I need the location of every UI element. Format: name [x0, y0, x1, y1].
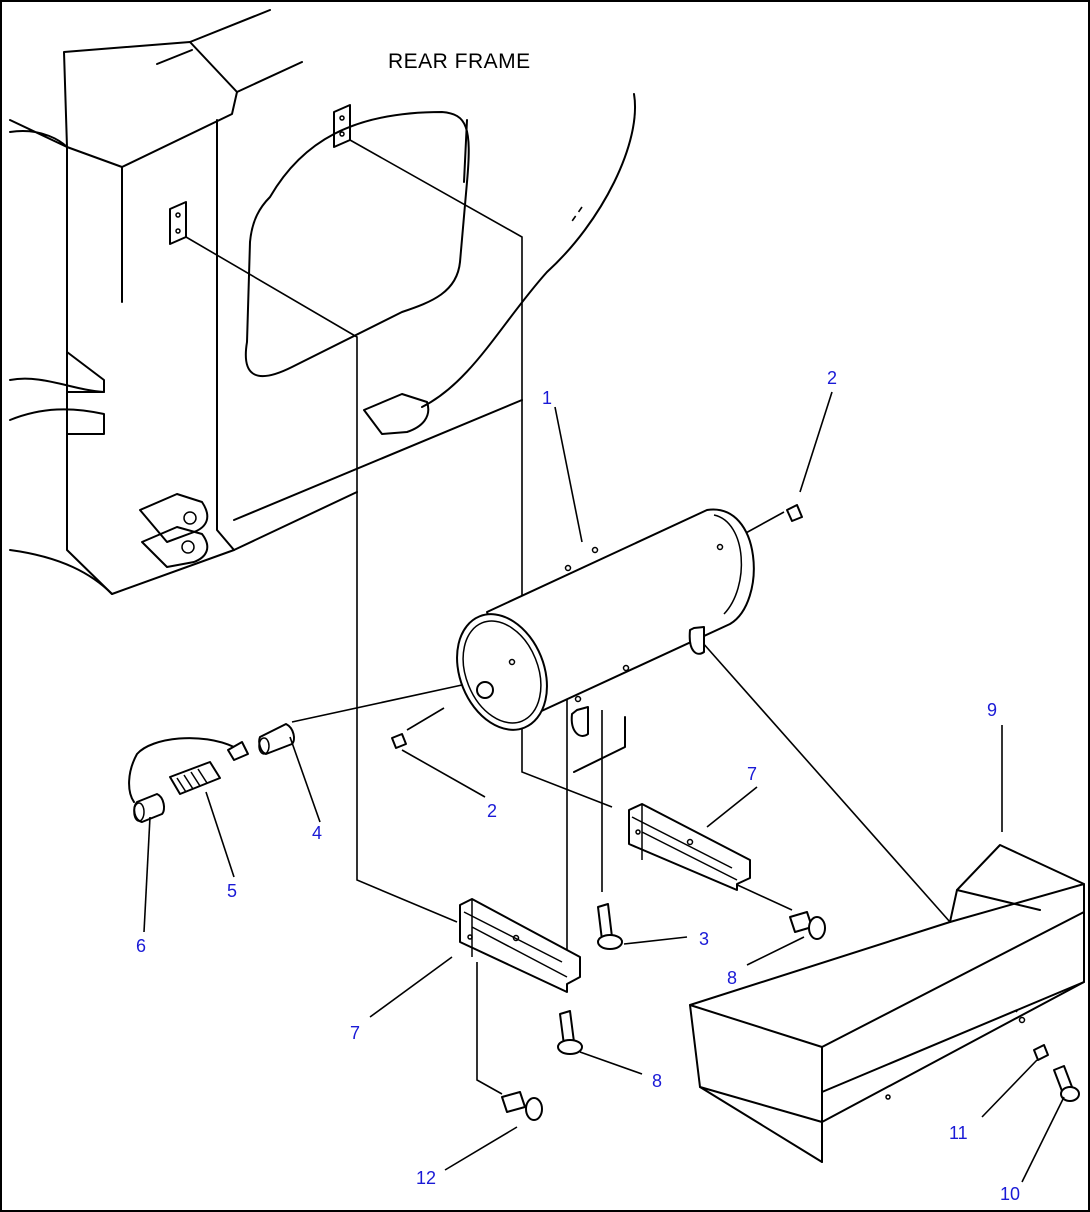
callout-4: 4	[312, 823, 322, 843]
callout-2-plug: 2	[827, 368, 837, 388]
fitting-elbow	[258, 723, 295, 755]
callout-3: 3	[699, 929, 709, 949]
callout-5: 5	[227, 881, 237, 901]
bracket-lower	[459, 898, 581, 993]
air-tank	[456, 508, 755, 773]
callout-2-drain: 2	[487, 801, 497, 821]
plug	[391, 733, 407, 749]
bolt-10	[1053, 1065, 1080, 1102]
callout-7-lower: 7	[350, 1023, 360, 1043]
bolt-3	[597, 903, 623, 950]
bracket-upper	[628, 803, 751, 891]
hose-assembly	[128, 737, 249, 823]
rear-frame-label: REAR FRAME	[388, 50, 531, 73]
callout-6: 6	[136, 936, 146, 956]
callout-11: 11	[949, 1123, 968, 1143]
callout-9: 9	[987, 700, 997, 720]
tank-cover	[689, 844, 1085, 1163]
air-line-pipe	[421, 93, 636, 408]
callout-leaders	[143, 391, 1065, 1183]
callout-7-upper: 7	[747, 764, 757, 784]
callout-10: 10	[1000, 1184, 1020, 1204]
callout-8-lower: 8	[652, 1071, 662, 1091]
bolt-8-upper	[789, 911, 826, 940]
rear-frame	[9, 9, 523, 595]
callout-1: 1	[542, 388, 552, 408]
callout-12: 12	[416, 1168, 436, 1188]
bolt-12	[501, 1091, 543, 1121]
callout-8-upper: 8	[727, 968, 737, 988]
bolt-8-lower	[557, 1010, 583, 1055]
washer-11	[1033, 1044, 1049, 1061]
plug-top	[786, 504, 803, 522]
